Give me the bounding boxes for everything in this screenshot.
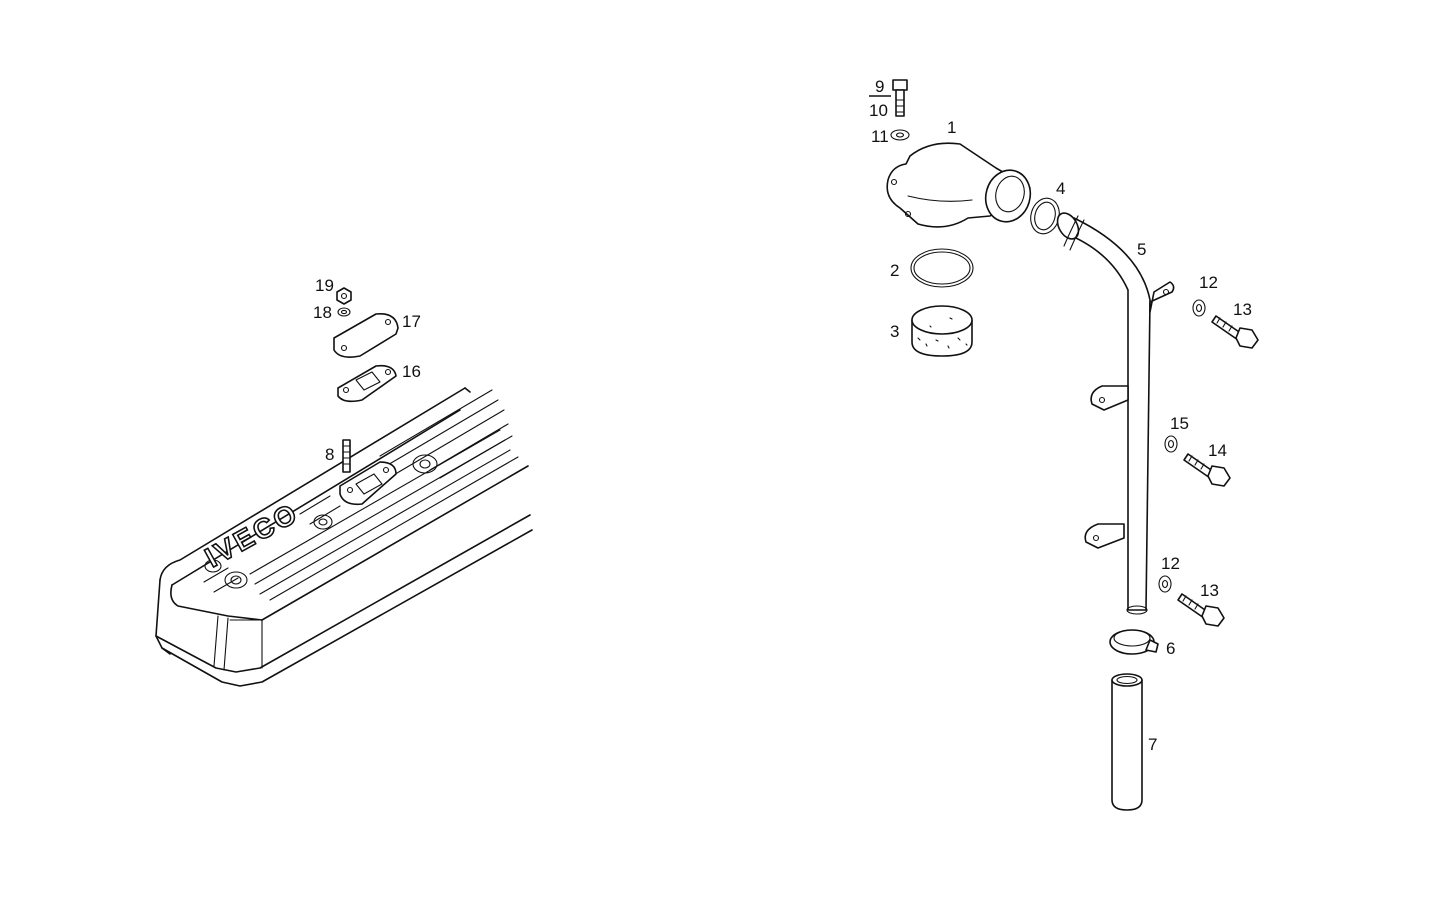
o-ring-2 (911, 249, 973, 287)
callout-1: 1 (947, 118, 956, 137)
callout-7: 7 (1148, 735, 1157, 754)
washer-12-upper (1193, 300, 1205, 316)
gasket (338, 366, 396, 402)
breather-pipe (1053, 209, 1173, 614)
callout-8: 8 (325, 445, 334, 464)
washer-12-lower (1159, 576, 1171, 592)
callout-5: 5 (1137, 240, 1146, 259)
callout-13-upper: 13 (1233, 300, 1252, 319)
callout-14: 14 (1208, 441, 1227, 460)
seal-ring-4 (1027, 195, 1063, 237)
callout-16: 16 (402, 362, 421, 381)
callout-11: 11 (871, 127, 889, 146)
callout-2: 2 (890, 261, 899, 280)
callout-15: 15 (1170, 414, 1189, 433)
elbow-fitting (887, 143, 1036, 227)
cover-plate (334, 314, 398, 357)
callout-10: 10 (869, 101, 888, 120)
washer-18 (338, 308, 350, 316)
hose-clamp (1110, 630, 1158, 654)
callout-6: 6 (1166, 639, 1175, 658)
bolt-13-upper (1212, 316, 1258, 348)
washer-15 (1165, 436, 1177, 452)
callout-9: 9 (875, 77, 884, 96)
rocker-cover: IVECO (156, 388, 532, 686)
callout-18: 18 (313, 303, 332, 322)
logo-text: IVECO (200, 497, 304, 574)
bolt-13-lower (1178, 594, 1224, 626)
callout-3: 3 (890, 322, 899, 341)
filter-element (912, 306, 972, 356)
hose (1112, 674, 1142, 810)
callout-19: 19 (315, 276, 334, 295)
callout-17: 17 (402, 312, 421, 331)
bolt-9-10 (893, 80, 907, 116)
callout-13-lower: 13 (1200, 581, 1219, 600)
stud (343, 440, 350, 472)
callout-12-upper: 12 (1199, 273, 1218, 292)
callout-4: 4 (1056, 179, 1065, 198)
washer-11 (891, 130, 909, 140)
bolt-14 (1184, 454, 1230, 486)
callout-12-lower: 12 (1161, 554, 1180, 573)
nut-19 (337, 288, 351, 304)
